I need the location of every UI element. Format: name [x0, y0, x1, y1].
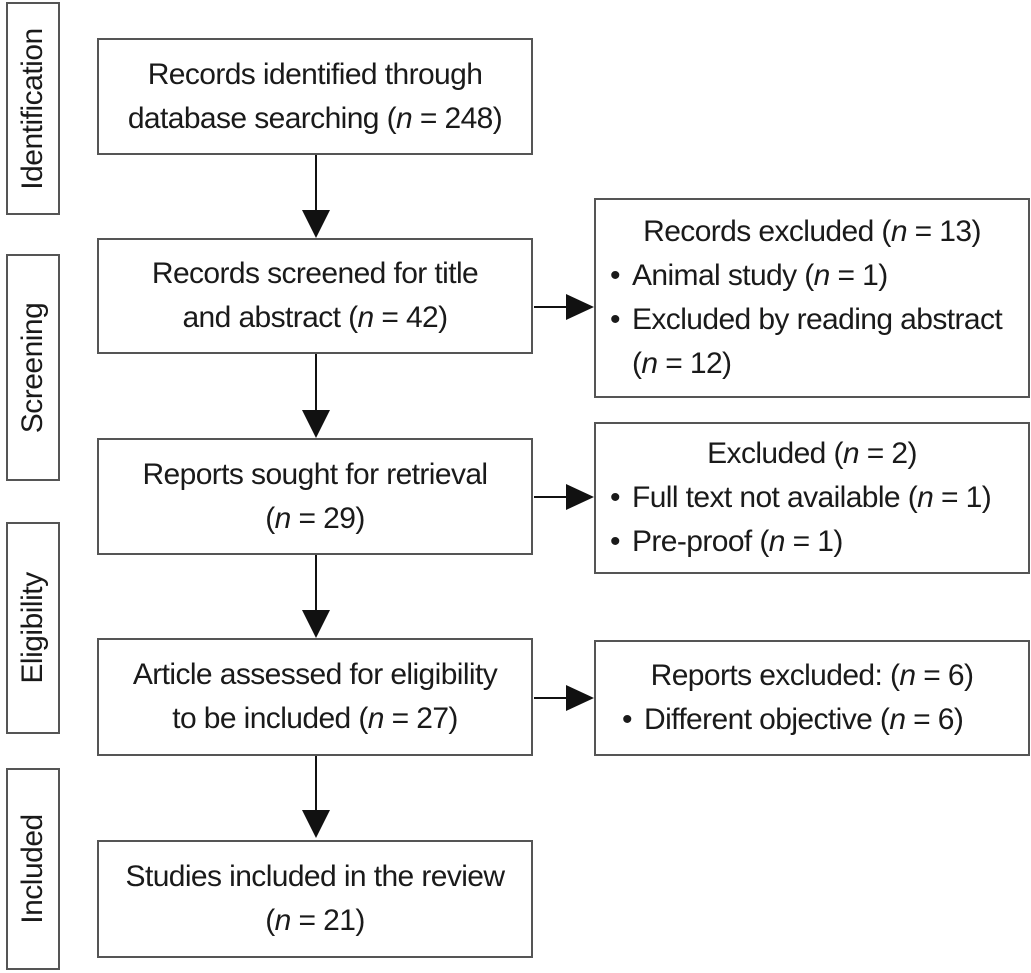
box-reports-excluded: Reports excluded: (n = 6) • Different ob…: [594, 640, 1030, 756]
n-variable: n: [367, 702, 385, 735]
n-variable: n: [917, 481, 934, 514]
box-article-assessed-line1: Article assessed for eligibility: [132, 658, 498, 691]
bullet-icon: •: [610, 525, 621, 558]
text-fragment: to be included (: [172, 702, 368, 735]
bullet-icon: •: [622, 703, 633, 736]
vertical-arrows: [302, 155, 330, 838]
count-value: = 21): [290, 904, 366, 937]
text-fragment: Excluded (: [707, 437, 843, 470]
phase-identification: Identification: [6, 2, 60, 215]
arrowhead-right: [566, 294, 594, 320]
arrowhead-right: [566, 685, 594, 711]
n-variable: n: [274, 904, 292, 937]
text-fragment: (: [265, 904, 275, 937]
text-fragment: Reports excluded: (: [650, 659, 900, 692]
list-item: • Full text not available (n = 1): [610, 476, 1014, 520]
count-value: = 1): [784, 525, 844, 558]
box-records-identified: Records identified through database sear…: [97, 38, 533, 155]
arrowhead-right: [566, 484, 594, 510]
box-article-assessed: Article assessed for eligibility to be i…: [97, 638, 533, 756]
box-records-screened-line1: Records screened for title: [151, 257, 479, 290]
count-value: = 12): [657, 347, 732, 380]
phase-screening: Screening: [6, 254, 60, 481]
n-variable: n: [768, 525, 786, 558]
box-reports-sought: Reports sought for retrieval (n = 29): [97, 438, 533, 555]
box-reports-excluded-title: Reports excluded: (n = 6): [610, 654, 1014, 698]
n-variable: n: [641, 347, 658, 380]
phase-included: Included: [6, 768, 60, 970]
box-reports-sought-line1: Reports sought for retrieval: [142, 457, 488, 491]
box-reports-sought-line2: (n = 29): [265, 497, 366, 541]
count-value: = 42): [373, 301, 448, 334]
text-fragment: Records excluded (: [643, 215, 891, 248]
box-records-excluded-title: Records excluded (n = 13): [610, 210, 1014, 254]
horizontal-arrows: [534, 294, 594, 711]
count-value: = 27): [383, 702, 459, 735]
n-variable: n: [889, 703, 906, 736]
arrowhead-down: [302, 810, 330, 838]
bullet-icon: •: [610, 481, 621, 514]
box-excluded: Excluded (n = 2) • Full text not availab…: [594, 422, 1030, 574]
count-value: = 29): [290, 501, 366, 535]
n-variable: n: [842, 437, 860, 470]
count-value: = 6): [905, 703, 964, 736]
count-value: = 6): [915, 659, 974, 692]
list-item: • Animal study (n = 1): [610, 254, 1014, 298]
n-variable: n: [357, 301, 374, 334]
text-fragment: database searching (: [127, 101, 397, 135]
box-records-screened: Records screened for title and abstract …: [97, 238, 533, 354]
text-fragment: Excluded by reading abstract: [632, 303, 1003, 336]
bullet-icon: •: [610, 259, 621, 292]
arrowhead-down: [302, 210, 330, 238]
count-value: = 13): [906, 215, 982, 248]
box-article-assessed-line2: to be included (n = 27): [172, 697, 458, 741]
n-variable: n: [899, 659, 916, 692]
text-fragment: Different objective (: [644, 703, 890, 736]
n-variable: n: [813, 259, 831, 292]
text-fragment: (: [632, 347, 642, 380]
box-studies-included: Studies included in the review (n = 21): [97, 840, 533, 958]
text-fragment: Full text not available (: [632, 481, 918, 514]
count-value: = 248): [412, 101, 503, 135]
list-item: • Different objective (n = 6): [610, 698, 1014, 742]
count-value: = 2): [858, 437, 918, 470]
text-fragment: (: [265, 501, 275, 535]
arrowhead-down: [302, 410, 330, 438]
box-studies-included-line1: Studies included in the review: [125, 860, 506, 893]
box-records-identified-line2: database searching (n = 248): [127, 97, 503, 141]
box-excluded-title: Excluded (n = 2): [610, 432, 1014, 476]
bullet-icon: •: [610, 303, 621, 336]
box-records-identified-line1: Records identified through: [147, 57, 483, 91]
arrowhead-down: [302, 610, 330, 638]
list-item: • Pre-proof (n = 1): [610, 520, 1014, 564]
box-records-excluded: Records excluded (n = 13) • Animal study…: [594, 198, 1030, 398]
n-variable: n: [890, 215, 908, 248]
count-value: = 1): [933, 481, 992, 514]
n-variable: n: [274, 501, 292, 535]
list-item-continuation: (n = 12): [610, 342, 1014, 386]
text-fragment: Animal study (: [632, 259, 814, 292]
box-records-screened-line2: and abstract (n = 42): [182, 296, 448, 340]
box-studies-included-line2: (n = 21): [265, 899, 366, 943]
phase-eligibility: Eligibility: [6, 522, 60, 734]
n-variable: n: [396, 101, 413, 135]
list-item: • Excluded by reading abstract: [610, 298, 1014, 342]
text-fragment: and abstract (: [182, 301, 358, 334]
count-value: = 1): [829, 259, 889, 292]
text-fragment: Pre-proof (: [632, 525, 769, 558]
